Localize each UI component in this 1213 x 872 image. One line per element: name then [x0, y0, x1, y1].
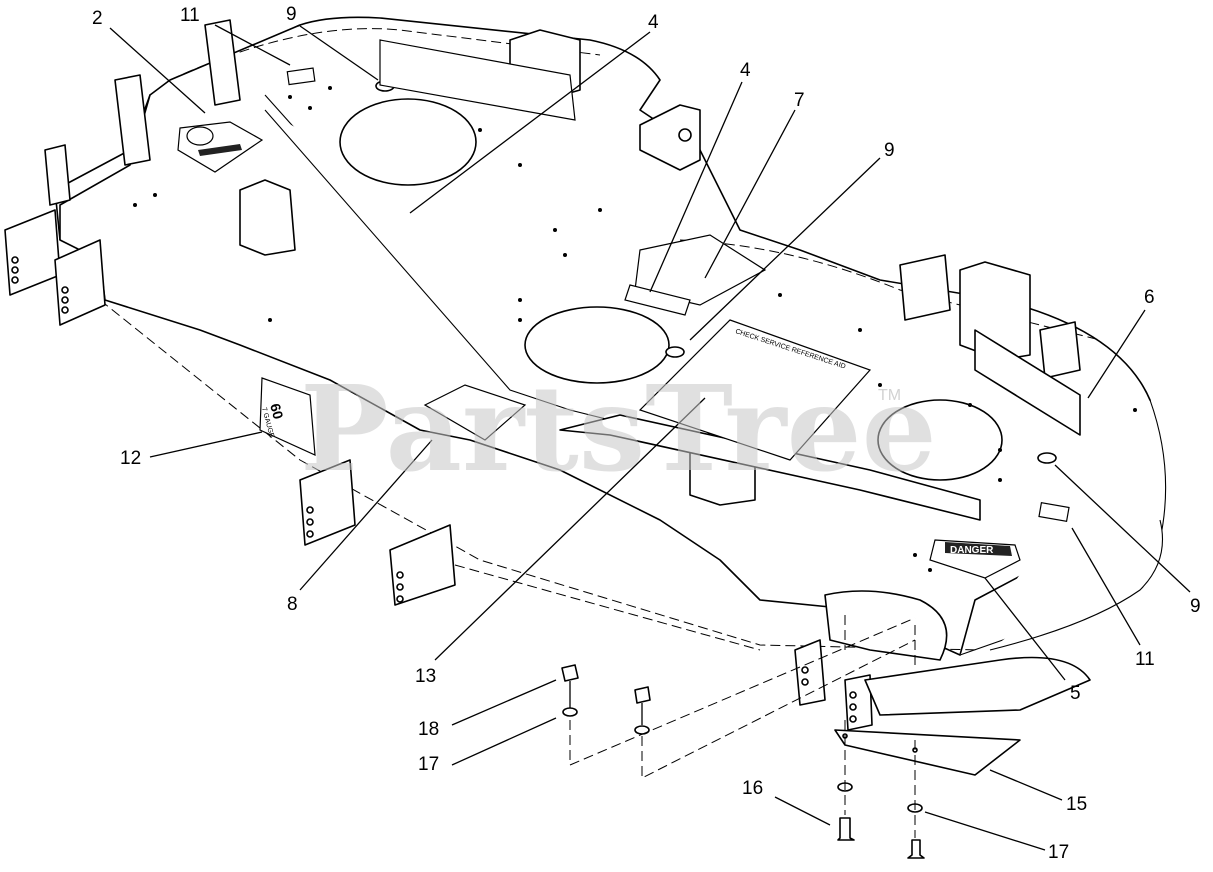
callout-7: 7 [794, 90, 805, 111]
washer-17a [562, 707, 578, 717]
callout-18: 18 [418, 719, 439, 740]
bolt-17 [907, 839, 925, 859]
callout-9-top: 9 [286, 4, 297, 25]
watermark-tm: TM [878, 387, 901, 404]
baffle [974, 329, 1081, 436]
callout-2: 2 [92, 8, 103, 29]
decal-8 [423, 384, 527, 441]
callout-9-center: 9 [884, 140, 895, 161]
height-plate-5 [794, 639, 826, 706]
blade-opening-left [339, 98, 477, 186]
blade-opening-center [524, 306, 670, 384]
callout-13: 13 [415, 666, 436, 687]
plate-15 [834, 729, 1021, 776]
bolt-16 [837, 817, 855, 841]
height-plate-3 [299, 459, 356, 546]
height-plate-2 [54, 239, 106, 326]
u-bracket-5 [899, 254, 951, 321]
callout-11-top: 11 [180, 5, 200, 26]
callout-4-top: 4 [648, 12, 659, 33]
watermark-brand: PartsTree [300, 359, 937, 498]
u-bracket-6 [1039, 321, 1081, 379]
nut-18b [634, 686, 651, 704]
decal-strip-4a [624, 284, 691, 316]
decal-gauge [259, 377, 316, 456]
plug-center [665, 346, 685, 358]
nut-18a [561, 664, 579, 682]
callout-6: 6 [1144, 287, 1155, 308]
decal-small-right [1038, 501, 1070, 523]
watermark: PartsTree TM [300, 359, 937, 498]
callout-11-right: 11 [1135, 649, 1155, 670]
callouts: 2 11 9 4 4 7 9 6 12 8 13 9 11 5 18 17 16… [92, 4, 1201, 863]
decal-small-top [286, 67, 316, 86]
decal-check-service [638, 319, 872, 461]
hardware [561, 615, 1021, 859]
callout-16: 16 [742, 778, 763, 799]
plug-right [1037, 452, 1057, 464]
danger-text: DANGER [950, 545, 994, 556]
leader-lines [109, 24, 1191, 851]
blade-opening-right [877, 399, 1003, 481]
height-plate-4 [389, 524, 456, 606]
decals: CHECK SERVICE REFERENCE AID 60 7 GAUGE D… [177, 39, 1070, 579]
callout-17-left: 17 [418, 754, 439, 775]
callout-9-right: 9 [1190, 596, 1201, 617]
callout-12: 12 [120, 448, 141, 469]
callout-15: 15 [1066, 794, 1087, 815]
u-bracket-1 [239, 179, 296, 256]
washer-17b [634, 725, 650, 735]
callout-4-center: 4 [740, 60, 751, 81]
callout-17-bottom: 17 [1048, 842, 1069, 863]
blade-openings [339, 98, 1003, 481]
gauge-number: 60 [267, 402, 287, 421]
brackets [4, 19, 1091, 731]
decal-strip-4b [379, 39, 576, 121]
callout-8: 8 [287, 594, 298, 615]
discharge-chute [824, 590, 948, 661]
callout-5: 5 [1070, 683, 1081, 704]
